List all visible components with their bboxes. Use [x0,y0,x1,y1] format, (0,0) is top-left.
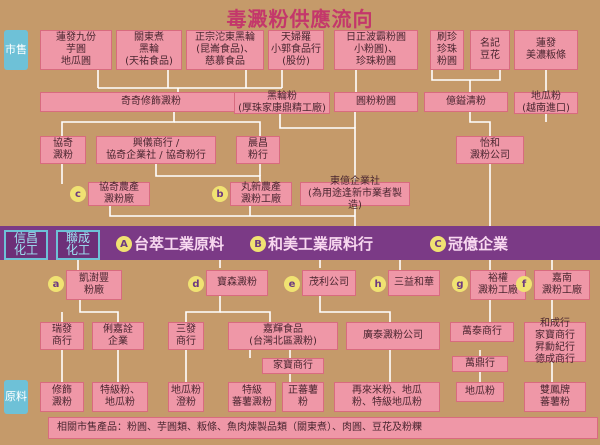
lower-box-f: 嘉南 澱粉工廠 [534,270,590,300]
sixth-box-1: 修飾 澱粉 [40,382,84,412]
marker-A: A [116,236,132,252]
fourth-box-5: 廣泰澱粉公司 [346,322,440,350]
hua-right: 聯成 化工 [56,230,100,260]
sixth-box-8: 雙鳳牌 蕃薯粉 [524,382,586,412]
fourth-box-6: 萬泰商行 [450,322,514,342]
third-box-2: 興儀商行 / 協奇企業社 / 協奇粉行 [96,136,216,164]
supplier-A: 台萃工業原料 [134,235,225,253]
marker-h: h [370,276,386,292]
top-box-1: 蓮發九份 芋圓 地瓜圓 [40,30,112,70]
hua-left: 信昌 化工 [4,230,48,260]
c-level-box-1: 協奇農產 澱粉廠 [88,182,150,206]
sixth-box-5: 正蕃薯 粉 [282,382,324,412]
side-label-raw: 原料 [4,380,28,414]
lower-box-e: 茂利公司 [302,270,356,296]
marker-b: b [212,186,228,202]
c-level-box-2: 丸新農產 澱粉工廠 [230,182,292,206]
marker-e: e [284,276,300,292]
sixth-box-2: 特級粉、 地瓜粉 [92,382,148,412]
second-box-5: 地瓜粉 (越南進口) [514,91,578,114]
fourth-box-2: 俐嘉詮 企業 [92,322,144,350]
second-box-2: 黑輪粉 (厚珠家康鼎精工廠) [234,91,330,114]
second-box-4: 億鎰清粉 [424,92,508,112]
sixth-box-4: 特級 蕃薯澱粉 [228,382,276,412]
top-box-8: 蓮發 美濃粄條 [514,30,578,70]
marker-C: C [430,236,446,252]
marker-a: a [48,276,64,292]
page-title: 毒澱粉供應流向 [226,7,374,31]
supplier-B: 和美工業原料行 [268,235,374,253]
fifth-box-2: 萬鼎行 [452,356,508,372]
top-box-3: 正宗沱東黑輪 (昆崙食品)、 慈慕食品 [186,30,264,70]
bottom-note: 相關市售產品：粉圓、芋圓類、粄條、魚肉煉製品類（關東煮）、肉圓、豆花及粉粿 [48,417,598,439]
fourth-box-3: 三發 商行 [168,322,204,350]
sixth-box-3: 地瓜粉 澄粉 [168,382,204,412]
marker-g: g [452,276,468,292]
top-box-2: 關東煮 黑輪 (天祐食品) [116,30,182,70]
second-box-3: 圓粉粉圓 [334,92,418,112]
side-label-retail: 市售 [4,30,28,70]
fourth-box-7: 和成行 家寶商行 昇勳紀行 德成商行 [524,318,586,365]
sixth-box-7: 地瓜粉 [456,382,504,402]
marker-f: f [516,276,532,292]
lower-box-g: 裕權 澱粉工廠 [470,270,526,300]
top-box-5: 日正波霸粉圓 小粉圓)、 珍珠粉圓 [334,30,418,70]
third-box-3: 晨昌 粉行 [236,136,280,164]
fourth-box-4: 嘉輝食品 (台灣北區澱粉) [228,322,338,350]
top-box-6: 刷珍 珍珠 粉圓 [430,30,464,70]
fourth-box-1: 瑞發 商行 [40,322,84,350]
lower-box-a: 凱澍豐 粉廠 [66,270,122,300]
lower-box-d: 寶森澱粉 [206,270,268,296]
fifth-box-1: 家寶商行 [262,358,324,374]
third-box-1: 協奇 澱粉 [40,136,86,164]
sixth-box-6: 再來米粉、地瓜 粉、特級地瓜粉 [334,382,440,412]
top-box-4: 天婦羅 小郭食品行 (股份) [268,30,324,70]
supplier-C: 冠億企業 [448,235,509,253]
supplier-band: A 台萃工業原料 B 和美工業原料行 C 冠億企業 [0,226,600,260]
top-box-7: 名記 豆花 [470,30,510,70]
c-level-box-3: 東億企業社 (為用途逢新市業者製造) [300,176,410,211]
marker-c: c [70,186,86,202]
lower-box-h: 三益和華 [388,270,440,296]
third-box-4: 怡和 澱粉公司 [456,136,524,164]
marker-d: d [188,276,204,292]
second-box-1: 奇奇修飾澱粉 [40,92,262,112]
marker-B: B [250,236,266,252]
